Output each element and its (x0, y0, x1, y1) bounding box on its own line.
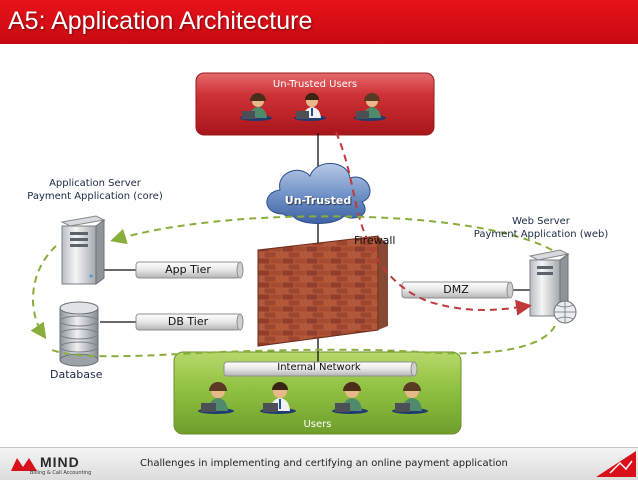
untrusted-user-3-icon (354, 93, 386, 121)
attack-path-arrow (335, 131, 532, 316)
untrusted-user-2-icon (294, 93, 326, 121)
web-to-users-path-arrow (51, 325, 556, 358)
web-server-label-line1: Web Server (512, 216, 570, 227)
firewall-wall (257, 235, 388, 347)
internal-network-pipe (223, 361, 418, 377)
users-zone-label: Users (303, 419, 332, 430)
db-tier-pipe (135, 313, 244, 331)
app-server-label-line2: Payment Application (core) (27, 191, 163, 202)
dmz-pipe (401, 281, 514, 299)
untrusted-user-1-icon (240, 93, 272, 121)
web-server-label-line2: Payment Application (web) (473, 229, 609, 240)
web-to-app-path-arrow (110, 215, 553, 251)
trusted-user-2-icon (260, 382, 296, 414)
web-server-icon (528, 249, 577, 324)
internal-network-label: Internal Network (277, 362, 361, 373)
corner-decoration-icon (596, 451, 636, 477)
dmz-label: DMZ (443, 283, 469, 296)
database-icon (59, 301, 99, 367)
mind-logo-icon (11, 458, 37, 471)
trusted-user-3-icon (332, 382, 368, 414)
trusted-user-4-icon (392, 382, 428, 414)
logo-tagline: Billing & Call Accounting (30, 470, 92, 476)
page-title: A5: Application Architecture (8, 7, 313, 35)
internet-cloud (266, 163, 371, 224)
footer-bar: MIND Billing & Call Accounting Challenge… (0, 447, 638, 480)
title-bar: A5: Application Architecture (0, 0, 638, 44)
app-tier-label: App Tier (165, 263, 211, 276)
application-server-icon (60, 215, 106, 285)
untrusted-zone-label: Un-Trusted Users (272, 79, 358, 90)
app-tier-pipe (135, 261, 244, 279)
db-tier-label: DB Tier (167, 315, 209, 328)
footer-caption: Challenges in implementing and certifyin… (140, 458, 508, 469)
app-to-db-path-arrow (30, 245, 57, 340)
app-server-label-line1: Application Server (49, 178, 141, 189)
firewall-label: Firewall (354, 234, 396, 247)
logo-name: MIND (40, 454, 80, 470)
cloud-label: Un-Trusted (284, 194, 352, 207)
trusted-user-1-icon (198, 382, 234, 414)
database-label: Database (50, 368, 103, 381)
